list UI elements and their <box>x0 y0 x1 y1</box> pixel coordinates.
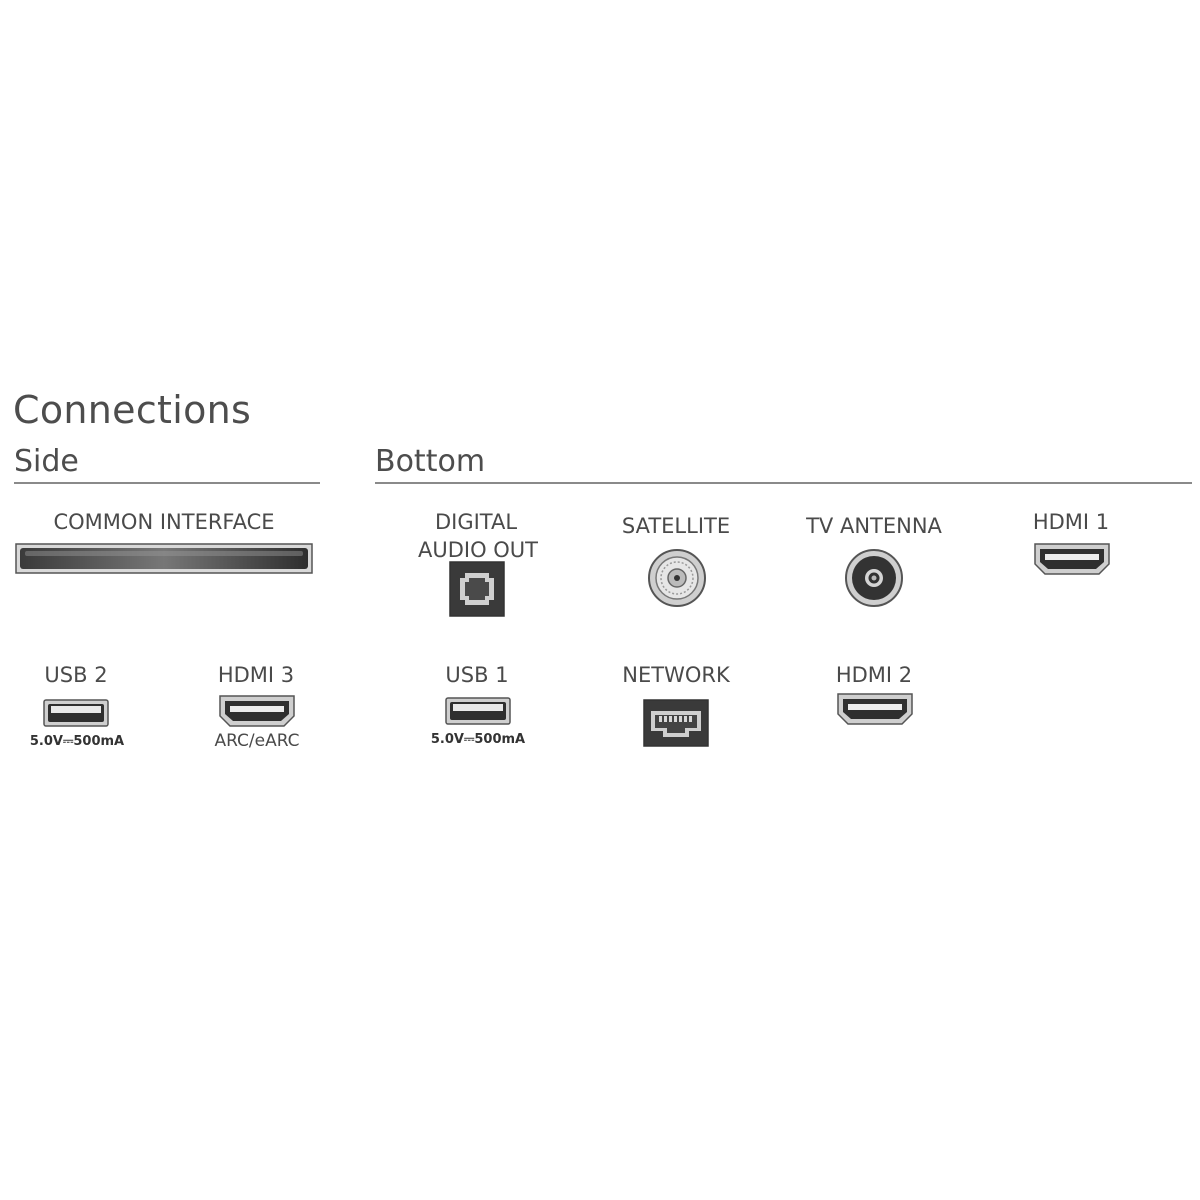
coax-port-icon <box>845 549 903 607</box>
hdmi3-arc-label: ARC/eARC <box>214 731 300 751</box>
usb-port-icon <box>445 697 511 725</box>
usb-port-icon <box>43 699 109 727</box>
bottom-heading: Bottom <box>375 444 486 479</box>
bottom-divider <box>375 482 1192 484</box>
page-title: Connections <box>13 388 252 432</box>
optical-port-icon <box>449 561 505 617</box>
f-connector-icon <box>648 549 706 607</box>
side-heading: Side <box>14 444 79 479</box>
hdmi-port-icon <box>219 695 295 727</box>
common-interface-label: COMMON INTERFACE <box>53 510 275 534</box>
digital-audio-label-line2: AUDIO OUT <box>417 538 539 562</box>
hdmi2-label: HDMI 2 <box>835 663 913 687</box>
digital-audio-label-line1: DIGITAL <box>434 510 518 534</box>
tv-antenna-label: TV ANTENNA <box>806 514 942 538</box>
network-label: NETWORK <box>622 663 730 687</box>
side-divider <box>14 482 320 484</box>
usb2-power-spec: 5.0V⎓500mA <box>29 734 125 749</box>
usb2-label: USB 2 <box>44 663 108 687</box>
satellite-label: SATELLITE <box>621 514 731 538</box>
hdmi-port-icon <box>837 693 913 725</box>
hdmi3-label: HDMI 3 <box>217 663 295 687</box>
usb1-power-spec: 5.0V⎓500mA <box>430 732 526 747</box>
usb1-label: USB 1 <box>445 663 509 687</box>
common-interface-slot-icon <box>15 543 313 574</box>
hdmi1-label: HDMI 1 <box>1032 510 1110 534</box>
ethernet-port-icon <box>643 699 709 747</box>
hdmi-port-icon <box>1034 543 1110 575</box>
